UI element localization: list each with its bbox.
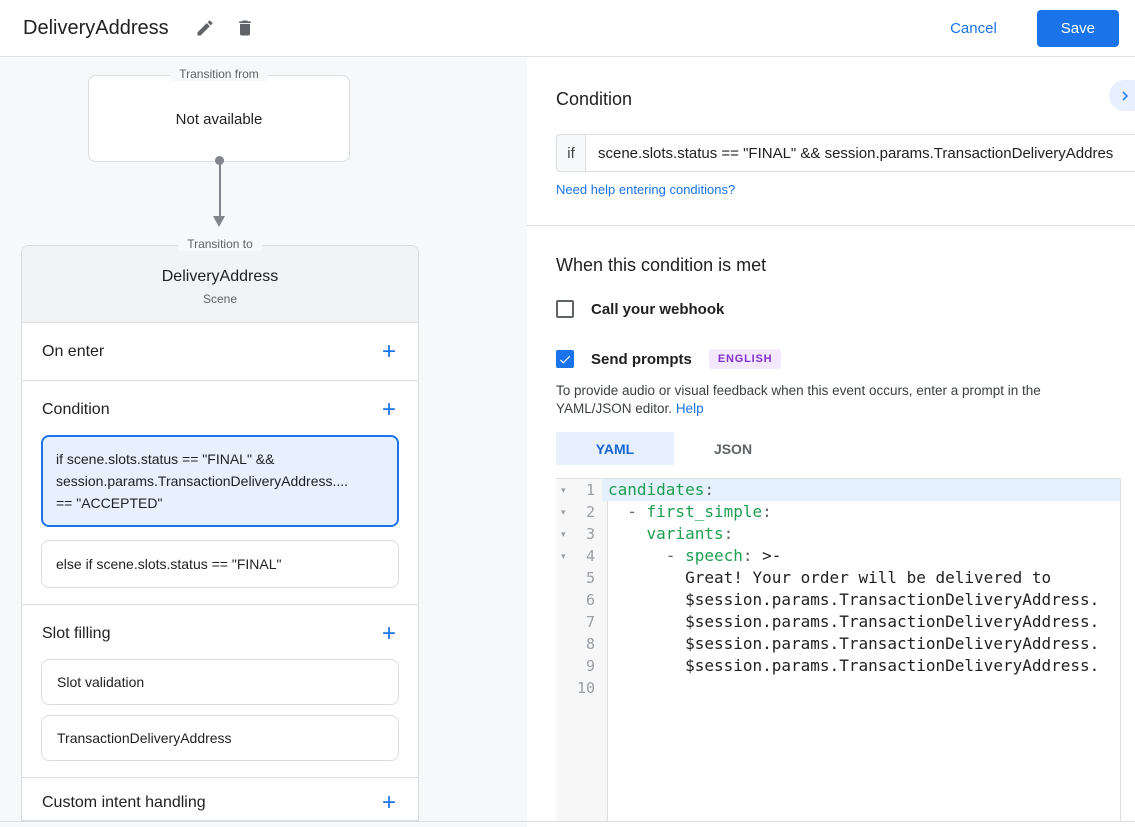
condition-detail-panel: Condition if Need help entering conditio… (527, 58, 1135, 827)
code-text: $session.params.TransactionDeliveryAddre… (608, 612, 1100, 631)
editor-tabs: YAML JSON (556, 432, 792, 465)
handler-heading: When this condition is met (556, 255, 767, 275)
fold-arrow-icon[interactable]: ▾ (561, 550, 566, 561)
line-number: 6 (585, 591, 595, 609)
scene-card-header: DeliveryAddress Scene (22, 246, 418, 323)
conditions-help-link[interactable]: Need help entering conditions? (556, 182, 736, 197)
code-line[interactable]: 5 Great! Your order will be delivered to (556, 567, 1120, 589)
edit-scene-button[interactable] (189, 12, 221, 44)
on-enter-row: On enter + (22, 323, 418, 381)
checkmark-icon (559, 355, 571, 364)
send-prompts-checkbox[interactable] (556, 350, 574, 368)
code-line[interactable]: 10 (556, 677, 1120, 699)
flow-diagram-panel: Transition from Not available Transition… (0, 58, 527, 827)
condition-panel-title: Condition (556, 89, 633, 109)
code-line[interactable]: 8 $session.params.TransactionDeliveryAdd… (556, 633, 1120, 655)
condition-item-selected[interactable]: if scene.slots.status == "FINAL" && sess… (41, 435, 399, 527)
prompt-description-text: To provide audio or visual feedback when… (556, 383, 1041, 416)
code-text: $session.params.TransactionDeliveryAddre… (608, 634, 1100, 653)
line-number: 2 (585, 503, 595, 521)
add-custom-intent-button[interactable]: + (381, 788, 396, 816)
send-prompts-label: Send prompts (591, 350, 692, 368)
code-line[interactable]: 6 $session.params.TransactionDeliveryAdd… (556, 589, 1120, 611)
transition-to-label: Transition to (178, 237, 262, 251)
scene-subtitle: Scene (202, 292, 238, 306)
line-number: 5 (585, 569, 595, 587)
transition-from-box: Transition from Not available (88, 67, 350, 162)
slot-filling-section-head: Slot filling + (22, 605, 418, 655)
condition-section-label: Condition (42, 401, 110, 418)
add-on-enter-button[interactable]: + (381, 337, 396, 365)
pencil-icon (197, 20, 213, 36)
condition-section: Condition + if scene.slots.status == "FI… (22, 381, 418, 605)
code-text: candidates: (602, 479, 1120, 501)
slot-filling-section: Slot filling + Slot validation Transacti… (22, 605, 418, 778)
fold-arrow-icon[interactable]: ▾ (561, 506, 566, 517)
line-number: 1 (585, 481, 595, 499)
save-button[interactable]: Save (1036, 9, 1119, 47)
if-prefix-label: if (556, 134, 585, 172)
condition-item[interactable]: else if scene.slots.status == "FINAL" (41, 540, 399, 588)
code-line[interactable]: ▾ 4 - speech: >- (556, 545, 1120, 567)
prompt-description: To provide audio or visual feedback when… (556, 382, 1112, 418)
collapse-panel-button[interactable] (1109, 80, 1135, 111)
call-webhook-checkbox[interactable] (556, 300, 574, 318)
cancel-button[interactable]: Cancel (934, 12, 1013, 45)
add-slot-button[interactable]: + (381, 620, 396, 647)
condition-expression-input[interactable] (585, 134, 1135, 172)
code-text (602, 677, 1120, 699)
condition-section-head: Condition + (22, 381, 418, 431)
line-number: 8 (585, 635, 595, 653)
code-text: Great! Your order will be delivered to (608, 568, 1052, 587)
delete-scene-button[interactable] (229, 12, 261, 44)
fold-arrow-icon[interactable]: ▾ (561, 484, 566, 495)
prompt-help-link[interactable]: Help (675, 401, 704, 416)
custom-intent-label: Custom intent handling (42, 793, 206, 811)
tab-yaml[interactable]: YAML (556, 432, 674, 465)
tab-json[interactable]: JSON (674, 432, 792, 465)
scene-name: DeliveryAddress (161, 268, 279, 285)
section-divider (527, 225, 1135, 226)
webhook-row: Call your webhook (556, 300, 724, 318)
connector-line (218, 164, 221, 217)
bottom-divider (0, 821, 1135, 822)
chevron-right-icon (1122, 91, 1128, 100)
slot-filling-label: Slot filling (42, 625, 111, 642)
line-number: 9 (585, 657, 595, 675)
top-bar: DeliveryAddress Cancel Save (0, 0, 1135, 57)
code-text: - speech: >- (665, 546, 782, 565)
custom-intent-row: Custom intent handling + (22, 778, 418, 827)
transition-to-card: Transition to DeliveryAddress Scene On e… (21, 237, 419, 821)
code-text: $session.params.TransactionDeliveryAddre… (608, 590, 1100, 609)
code-line[interactable]: ▾ 1 candidates: (556, 479, 1120, 501)
connector-dot (215, 156, 224, 165)
language-badge: ENGLISH (708, 349, 782, 369)
code-text: variants: (646, 524, 734, 543)
code-lines: ▾ 1 candidates: ▾ 2 - first_simple: ▾ 3 varian… (556, 479, 1120, 699)
slot-item-delivery-address[interactable]: TransactionDeliveryAddress (41, 715, 399, 761)
condition-expression-row: if (556, 134, 1135, 172)
code-line[interactable]: ▾ 2 - first_simple: (556, 501, 1120, 523)
code-text: - first_simple: (627, 502, 772, 521)
call-webhook-label: Call your webhook (591, 300, 725, 318)
code-line[interactable]: 7 $session.params.TransactionDeliveryAdd… (556, 611, 1120, 633)
line-number: 4 (585, 547, 595, 565)
send-prompts-row: Send prompts ENGLISH (556, 349, 782, 369)
on-enter-label: On enter (42, 342, 105, 360)
line-number: 10 (576, 679, 595, 697)
trash-icon (238, 20, 251, 36)
add-condition-button[interactable]: + (381, 396, 396, 423)
line-number: 7 (585, 613, 595, 631)
transition-from-label: Transition from (170, 67, 268, 81)
slot-item-validation[interactable]: Slot validation (41, 659, 399, 705)
page-title: DeliveryAddress (23, 16, 169, 39)
code-text: $session.params.TransactionDeliveryAddre… (608, 656, 1100, 675)
fold-arrow-icon[interactable]: ▾ (561, 528, 566, 539)
line-number: 3 (585, 525, 595, 543)
code-line[interactable]: 9 $session.params.TransactionDeliveryAdd… (556, 655, 1120, 677)
yaml-code-editor[interactable]: ▾ 1 candidates: ▾ 2 - first_simple: ▾ 3 varian… (556, 478, 1121, 822)
transition-from-value: Not available (175, 111, 263, 128)
code-line[interactable]: ▾ 3 variants: (556, 523, 1120, 545)
connector-arrowhead-icon (213, 216, 225, 227)
